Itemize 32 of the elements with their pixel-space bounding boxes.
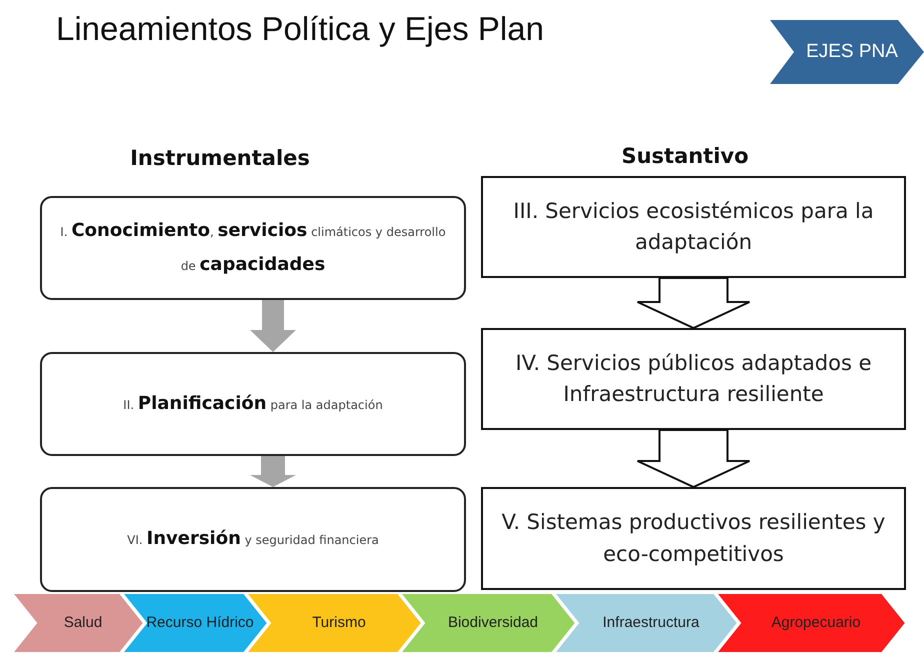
box-text: EJES PNA (805, 40, 898, 64)
block-arrow (250, 456, 296, 487)
box-text: III. Servicios ecosistémicos para la adaptación (512, 198, 875, 256)
process-box (481, 176, 906, 278)
box-text: I. Conocimiento, servicios climáticos y desarrollo de capacidades (59, 218, 447, 277)
chevron-band (400, 593, 576, 653)
box-text: Infraestructura (602, 614, 700, 632)
box-text: Agropecuario (771, 614, 861, 632)
box-text: Turismo (312, 614, 366, 632)
column-heading: Sustantivo (620, 144, 750, 168)
rounded-box (40, 352, 466, 456)
rounded-box (40, 196, 466, 300)
block-arrow (636, 429, 750, 488)
box-text: Salud (64, 614, 102, 632)
box-text: II. Planificación para la adaptación (123, 392, 383, 416)
chevron-band (716, 593, 906, 653)
chevron-tag (770, 20, 924, 84)
chevron-band (554, 593, 738, 653)
title: Lineamientos Política y Ejes Plan (56, 10, 544, 48)
process-box (481, 487, 906, 590)
chevron-band (12, 593, 144, 653)
process-box (481, 328, 906, 430)
column-heading: Instrumentales (129, 146, 311, 170)
block-arrow (250, 300, 296, 352)
block-arrow (636, 277, 750, 330)
box-text: VI. Inversión y seguridad financiera (127, 527, 379, 552)
chevron-band (122, 593, 268, 653)
box-text: V. Sistemas productivos resilientes y eco-competitivos (500, 509, 886, 568)
box-text: IV. Servicios públicos adaptados e Infraestructura resiliente (514, 350, 873, 408)
rounded-box (40, 487, 466, 592)
box-text: Biodiversidad (448, 614, 538, 632)
box-text: Recurso Hídrico (146, 614, 254, 632)
